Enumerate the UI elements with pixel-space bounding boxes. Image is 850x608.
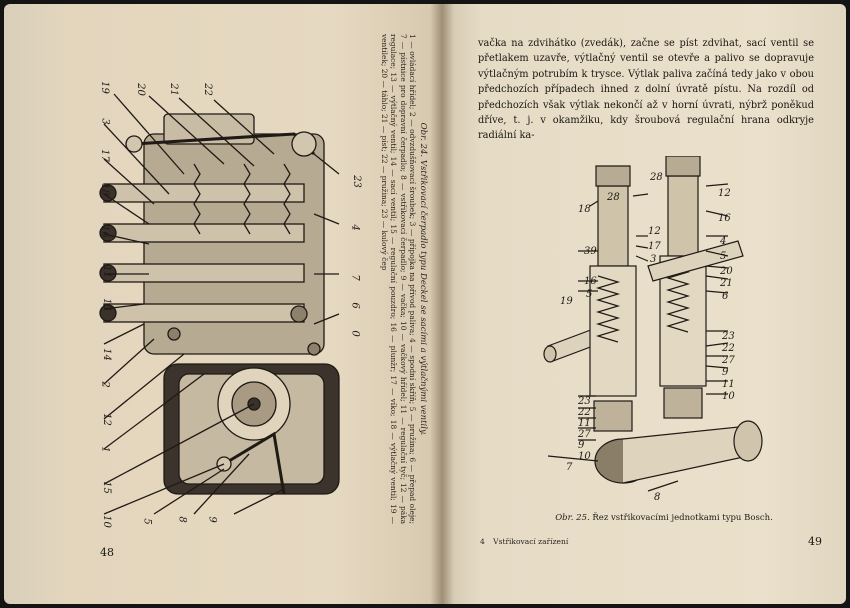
figure-label: 10: [722, 391, 735, 402]
figure-label: 8: [176, 516, 188, 523]
figure-label: 0: [349, 330, 361, 337]
book-gutter: [430, 4, 454, 604]
figure-label: 17: [648, 241, 661, 252]
figure-label: 22: [201, 83, 213, 96]
figure-label: 21: [720, 278, 733, 289]
figure-label: 20: [134, 83, 146, 96]
figure-label: 19: [560, 296, 573, 307]
figure-label: 11: [578, 418, 591, 429]
figure-24-caption: Obr. 24. Vstřikovací čerpadlo typu Decke…: [377, 34, 429, 524]
figure-label: 18: [578, 204, 591, 215]
figure-label: 28: [607, 192, 620, 203]
figure-label: 2: [99, 381, 111, 388]
figure-label: 23: [722, 331, 735, 342]
figure-label: 7: [566, 462, 573, 473]
figure-caption-text: Řez vstřikovacími jednotkami typu Bosch.: [592, 513, 773, 523]
figure-label: 13: [100, 298, 112, 311]
figure-label: 14: [100, 348, 112, 361]
figure-label: 3: [99, 118, 111, 125]
footer-number: 4: [480, 537, 485, 546]
page-number-left: 48: [100, 546, 114, 559]
caption-label: Obr. 24.: [418, 122, 428, 158]
figure-label: 1: [99, 446, 111, 453]
page-number-right: 49: [808, 535, 822, 548]
figure-label: 15: [100, 481, 112, 494]
figure-label: 12: [100, 413, 112, 426]
running-footer: 4 Vstřikovací zařízení: [480, 537, 568, 546]
figure-label: 16: [584, 276, 597, 287]
figure-label: 6: [722, 291, 729, 302]
figure-label: 5: [141, 518, 153, 525]
body-paragraph: vačka na zdvihátko (zvedák), začne se pí…: [478, 36, 814, 144]
figure-label: 18: [98, 183, 110, 196]
figure-label: 20: [720, 266, 733, 277]
figure-label: 19: [98, 81, 110, 94]
figure-label: 23: [578, 396, 591, 407]
figure-label: 11: [100, 265, 112, 278]
figure-label: 7: [349, 274, 361, 281]
figure-label: 6: [349, 302, 361, 309]
figure-label: 5: [720, 251, 727, 262]
figure-label: 27: [578, 429, 591, 440]
figure-label: 4: [349, 224, 361, 231]
open-book: 19 20 21 22 3 17 18 16 11 13 14 2 12 1 1…: [4, 4, 846, 604]
figure-caption-label: Obr. 25.: [555, 513, 590, 523]
figure-label: 5: [586, 289, 593, 300]
caption-title-text: Vstřikovací čerpadlo typu Deckel se sací…: [418, 159, 428, 436]
paragraph-text: vačka na zdvihátko (zvedák), začne se pí…: [478, 38, 814, 142]
figure-label: 9: [722, 367, 729, 378]
figure-25-caption: Obr. 25. Řez vstřikovacími jednotkami ty…: [534, 513, 794, 523]
figure-label: 9: [206, 516, 218, 523]
figure-label: 28: [650, 172, 663, 183]
footer-text: Vstřikovací zařízení: [493, 537, 569, 546]
figure-label: 10: [578, 451, 591, 462]
caption-title: Obr. 24. Vstřikovací čerpadlo typu Decke…: [417, 34, 429, 524]
right-page: vačka na zdvihátko (zvedák), začne se pí…: [442, 4, 846, 604]
figure-label: 3: [650, 254, 657, 265]
figure-label: 12: [718, 188, 731, 199]
figure-label: 39: [584, 246, 597, 257]
figure-label: 16: [98, 225, 110, 238]
figure-label: 16: [718, 213, 731, 224]
figure-label: 23: [350, 175, 362, 188]
deckel-pump-drawing: [99, 93, 340, 515]
left-page: 19 20 21 22 3 17 18 16 11 13 14 2 12 1 1…: [4, 4, 442, 604]
figure-label: 4: [720, 236, 727, 247]
figure-label: 9: [578, 440, 585, 451]
figure-label: 22: [578, 407, 591, 418]
figure-label: 10: [100, 515, 112, 528]
figure-label: 17: [98, 149, 110, 162]
figure-label: 8: [654, 492, 661, 503]
bosch-injection-units-drawing: [543, 156, 763, 492]
figure-label: 27: [722, 355, 735, 366]
figure-label: 22: [722, 343, 735, 354]
figure-label: 12: [648, 226, 661, 237]
figure-label: 21: [167, 83, 179, 96]
figure-label: 11: [722, 379, 735, 390]
caption-legend: 1 — ovládací hřídel; 2 — odvzdušňovací š…: [379, 34, 417, 524]
